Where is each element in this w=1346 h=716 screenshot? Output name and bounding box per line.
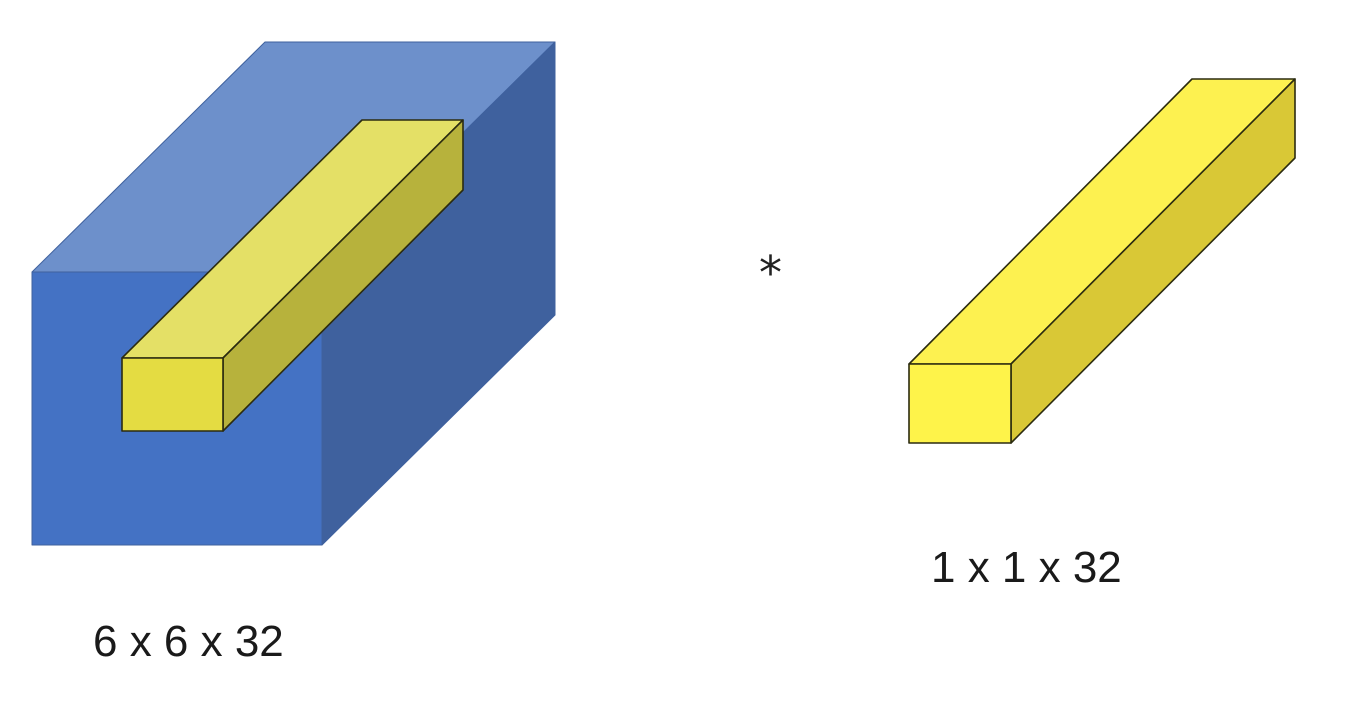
volume-slice-front-face — [121, 357, 224, 432]
volume-slice — [121, 119, 464, 432]
filter-label: 1 x 1 x 32 — [931, 543, 1122, 592]
input-volume-label: 6 x 6 x 32 — [93, 617, 284, 666]
filter-bar — [908, 78, 1296, 444]
filter-front-face — [908, 363, 1012, 444]
convolution-operator: * — [759, 246, 782, 300]
